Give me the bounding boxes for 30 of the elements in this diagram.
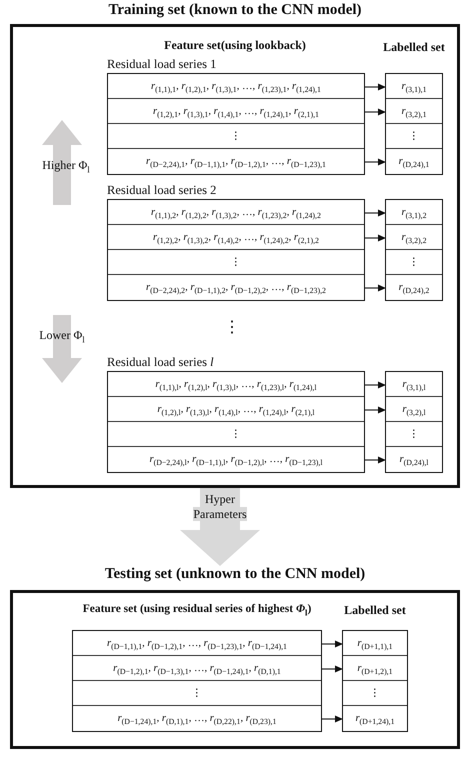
- label-column: [385, 199, 443, 301]
- arrow: [362, 284, 386, 292]
- label-column: [385, 371, 443, 473]
- column-heading: Feature set (using residual series of highest Φ$_{l}$): [82, 603, 312, 618]
- section-title: Training set (known to the CNN model): [107, 2, 363, 20]
- table-frame: [72, 630, 322, 732]
- axis-label: Higher Φ$_{l}$: [41, 158, 91, 174]
- label-column: [342, 630, 408, 732]
- arrow: [320, 640, 344, 648]
- arrow: [362, 234, 386, 242]
- arrow: [320, 716, 344, 722]
- column-heading: Feature set(using lookback): [163, 38, 307, 53]
- arrow: [362, 210, 386, 216]
- block-arrow: [180, 488, 260, 566]
- column-heading: Labelled set: [382, 40, 446, 55]
- arrow: [362, 382, 386, 388]
- column-heading: Labelled set: [343, 603, 407, 618]
- arrow: [362, 406, 386, 414]
- axis-label: Lower Φ$_{l}$: [38, 328, 86, 344]
- arrow: [362, 456, 386, 464]
- ellipsis-mark: ⋮: [223, 322, 241, 334]
- section-title: Testing set (unknown to the CNN model): [104, 566, 366, 584]
- arrow: [362, 158, 386, 166]
- table-heading: Residual load series 2: [107, 182, 218, 199]
- label-column: [385, 73, 443, 175]
- table-heading: Residual load series l: [107, 354, 215, 371]
- arrow: [362, 108, 386, 116]
- arrow: [320, 666, 344, 672]
- arrow: [362, 84, 386, 90]
- table-heading: Residual load series 1: [107, 56, 218, 73]
